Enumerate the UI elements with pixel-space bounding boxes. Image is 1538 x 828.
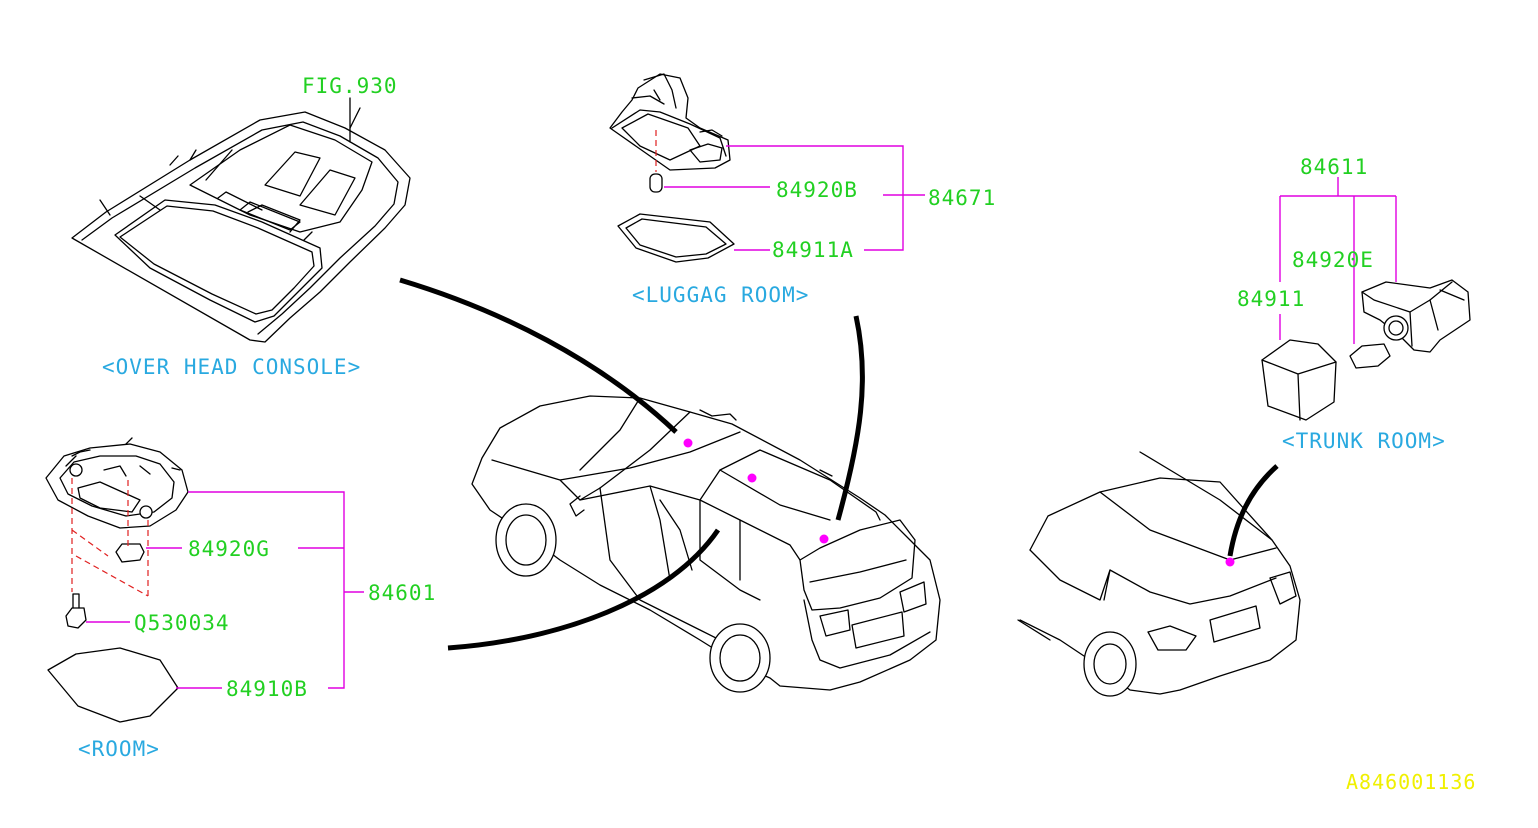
trunk-lamp-drawing xyxy=(1261,279,1471,421)
fig-ref-label: FIG.930 xyxy=(302,74,398,98)
part-label-84920e: 84920E xyxy=(1292,248,1374,272)
part-label-q530034: Q530034 xyxy=(134,611,230,635)
section-label-trunk-room: <TRUNK ROOM> xyxy=(1282,429,1446,453)
callout-room xyxy=(447,528,721,651)
location-dot-room xyxy=(747,473,757,483)
section-label-overhead-console: <OVER HEAD CONSOLE> xyxy=(102,355,361,379)
callout-overhead-console xyxy=(399,277,678,434)
section-label-room: <ROOM> xyxy=(78,737,160,761)
part-label-84910b: 84910B xyxy=(226,677,308,701)
part-label-84911: 84911 xyxy=(1237,287,1305,311)
callout-luggage-room xyxy=(835,315,865,521)
location-dot-luggage-room xyxy=(819,534,829,544)
luggage-lamp-drawing xyxy=(609,73,735,263)
vehicle-main-drawing xyxy=(471,395,941,693)
part-label-84911a: 84911A xyxy=(772,238,854,262)
part-label-84601: 84601 xyxy=(368,581,436,605)
trunk-leader-lines xyxy=(1279,177,1397,344)
room-hidden-lines xyxy=(71,478,149,597)
vehicle-rear-drawing xyxy=(1017,451,1301,697)
part-label-84671: 84671 xyxy=(928,186,996,210)
room-leader-lines xyxy=(86,491,364,689)
part-label-84611: 84611 xyxy=(1300,155,1368,179)
room-lamp-drawing xyxy=(45,437,189,723)
part-label-84920g: 84920G xyxy=(188,537,270,561)
luggage-leader-lines xyxy=(664,145,925,251)
callout-trunk-room xyxy=(1227,464,1279,557)
overhead-console-drawing xyxy=(71,107,411,343)
location-dot-overhead-console xyxy=(683,438,693,448)
section-label-luggage-room: <LUGGAG ROOM> xyxy=(632,283,809,307)
drawing-code: A846001136 xyxy=(1346,770,1476,794)
location-dot-trunk-room xyxy=(1225,557,1235,567)
part-label-84920b: 84920B xyxy=(776,178,858,202)
